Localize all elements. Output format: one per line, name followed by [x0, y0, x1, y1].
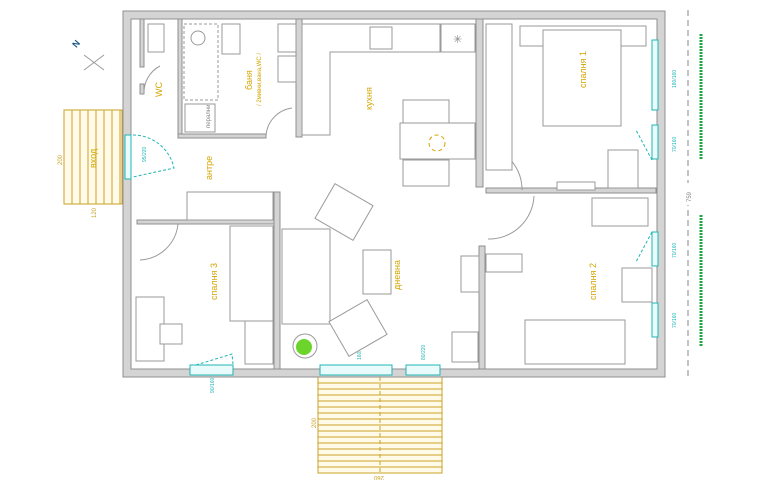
room-label-living: дневна [392, 260, 402, 290]
bedroom2-window-a-size: 70/160 [672, 242, 678, 258]
room-label-bedroom3: спалня 3 [209, 263, 219, 300]
bath-toilet [221, 23, 241, 55]
room-label-bathroom: баня [244, 70, 254, 90]
plant-icon [296, 339, 312, 355]
svg-text:✳: ✳ [453, 34, 462, 46]
compass-icon: N [70, 38, 105, 71]
bedroom3-window-size: 90/160 [210, 377, 216, 393]
room-label-bedroom1: спалня 1 [578, 51, 588, 88]
desk-1 [607, 149, 639, 189]
room-label-hall: антре [204, 156, 214, 180]
kitchen-counter [301, 23, 441, 136]
tv-stand [460, 255, 480, 293]
armchair-1 [314, 182, 374, 242]
dining-table [399, 122, 476, 160]
bedroom2-window-b-size: 70/160 [672, 312, 678, 328]
bed-3 [229, 225, 274, 322]
living-window-b-size: 80/220 [421, 344, 427, 360]
sink-2 [277, 55, 297, 83]
washing-machine [184, 103, 216, 133]
bedroom1-window-b-size: 70/160 [672, 136, 678, 152]
desk-2 [621, 267, 653, 303]
coffee-table [362, 249, 392, 295]
entry-door-size: 95/220 [142, 146, 148, 162]
dimension-759: 759 [682, 10, 694, 376]
stove [440, 23, 476, 53]
laundry-label: перални [206, 105, 212, 128]
room-label-bedroom2: спалня 2 [588, 263, 598, 300]
bed-1 [542, 29, 622, 127]
terrace-deck: 200 260 [312, 376, 443, 480]
entry-door-window [124, 134, 132, 180]
terrace-width-label: 260 [373, 474, 384, 480]
terrace-depth-label: 200 [312, 417, 318, 428]
wardrobe-2 [591, 197, 649, 227]
entrance-label: вход [88, 148, 98, 168]
sink-1 [277, 23, 297, 53]
entry-deck-width-label: 120 [92, 207, 98, 218]
interior-walls [136, 18, 657, 370]
furniture: перални ✳ [135, 23, 653, 365]
compass-north-label: N [70, 38, 82, 49]
living-window-a-size: 160/220 [357, 342, 363, 360]
overall-depth-label: 759 [687, 191, 693, 202]
sofa [281, 228, 331, 325]
armchair-2 [328, 298, 388, 358]
bedroom1-window-a-size: 180/160 [672, 70, 678, 88]
bed-2 [524, 319, 626, 365]
room-label-wc: WC [154, 82, 164, 97]
wardrobe-3 [186, 191, 274, 221]
entrance-deck: вход 200 120 [58, 109, 123, 218]
room-label-kitchen: кухня [364, 87, 374, 110]
bathroom-note: / 2мивки,вана,WC / [257, 53, 263, 106]
entry-deck-depth-label: 200 [58, 154, 64, 165]
wc-toilet [147, 23, 165, 53]
windows: 95/220 180/160 70/160 70/160 70/160 90/1… [124, 39, 678, 393]
wardrobe-1 [485, 23, 513, 171]
